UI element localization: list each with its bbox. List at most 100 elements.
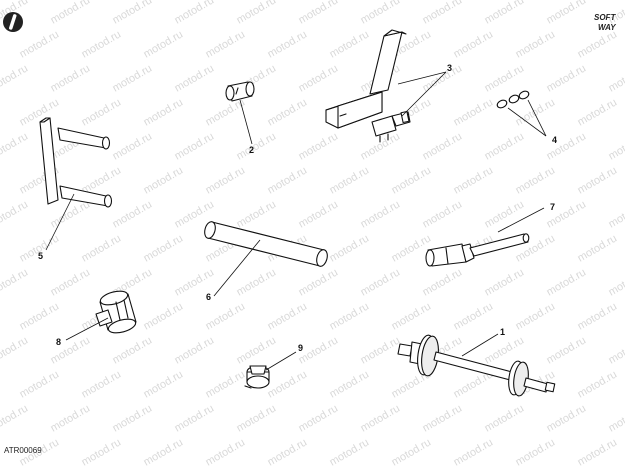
watermark-text: motod.ru — [49, 198, 93, 230]
part-8-split-bush — [95, 290, 137, 334]
watermark-text: motod.ru — [80, 368, 124, 400]
leader-lines — [45, 71, 547, 371]
watermark-text: motod.ru — [297, 198, 341, 230]
callout-4: 4 — [552, 135, 557, 145]
watermark-text: motod.ru — [359, 334, 403, 366]
watermark-text: motod.ru — [266, 28, 310, 60]
watermark-text: motod.ru — [297, 402, 341, 434]
watermark-text: motod.ru — [204, 300, 248, 332]
watermark-text: motod.ru — [297, 334, 341, 366]
watermark-text: motod.ru — [235, 402, 279, 434]
watermark-text: motod.ru — [204, 436, 248, 468]
watermark-text: motod.ru — [390, 436, 434, 468]
watermark-text: motod.ru — [18, 300, 62, 332]
watermark-text: motod.ru — [18, 368, 62, 400]
watermark-text: motod.ru — [421, 0, 465, 27]
reference-code: ATR00069 — [4, 446, 42, 455]
watermark-text: motod.ru — [142, 436, 186, 468]
watermark-text: motod.ru — [483, 266, 527, 298]
watermark-text: motod.ru — [173, 402, 217, 434]
callout-6: 6 — [206, 292, 211, 302]
watermark-text: motod.ru — [80, 96, 124, 128]
watermark-text: motod.ru — [235, 0, 279, 27]
watermark-text: motod.ru — [328, 28, 372, 60]
watermark-text: motod.ru — [328, 300, 372, 332]
watermark-text: motod.ru — [576, 28, 620, 60]
callout-3: 3 — [447, 63, 452, 73]
callout-9: 9 — [298, 343, 303, 353]
watermark-text: motod.ru — [111, 402, 155, 434]
callout-labels: 1 2 3 4 5 6 7 8 9 — [38, 63, 557, 353]
watermark-text: motod.ru — [483, 402, 527, 434]
watermark-text: motod.ru — [204, 368, 248, 400]
watermark-text: motod.ru — [297, 0, 341, 27]
watermark-text: motod.ru — [266, 96, 310, 128]
watermark-text: motod.ru — [80, 436, 124, 468]
watermark-text: motod.ru — [49, 266, 93, 298]
part-5-bracket — [39, 117, 113, 208]
watermark-text: motod.ru — [111, 0, 155, 27]
callout-7: 7 — [550, 202, 555, 212]
watermark-text: motod.ru — [390, 164, 434, 196]
watermark-text: motod.ru — [359, 0, 403, 27]
part-1-press-tool — [397, 334, 556, 397]
watermark-text: motod.ru — [576, 96, 620, 128]
watermark-text: motod.ru — [545, 266, 589, 298]
watermark-text: motod.ru — [173, 130, 217, 162]
watermark-text: motod.ru — [266, 164, 310, 196]
watermark-text: motod.ru — [111, 334, 155, 366]
watermark-text: motod.ru — [235, 198, 279, 230]
watermark-text: motod.ru — [607, 130, 625, 162]
watermark-text: motod.ru — [545, 334, 589, 366]
watermark-text: motod.ru — [142, 300, 186, 332]
watermark-text: motod.ru — [452, 28, 496, 60]
watermark-text: motod.ru — [0, 130, 30, 162]
watermark-text: motod.ru — [0, 62, 30, 94]
watermark-text: motod.ru — [514, 96, 558, 128]
watermark-text: motod.ru — [328, 436, 372, 468]
watermark-text: motod.ru — [576, 436, 620, 468]
logo-badge — [3, 12, 23, 32]
watermark-text: motod.ru — [297, 62, 341, 94]
watermark-text: motod.ru — [49, 0, 93, 27]
watermark-text: motod.ru — [514, 164, 558, 196]
watermark-text: motod.ru — [0, 266, 30, 298]
watermark-text: motod.ru — [359, 266, 403, 298]
watermark-text: motod.ru — [421, 130, 465, 162]
watermark-text: motod.ru — [328, 164, 372, 196]
watermark-text: motod.ru — [235, 266, 279, 298]
callout-2: 2 — [249, 145, 254, 155]
watermark-text: motod.ru — [452, 300, 496, 332]
watermark-text: motod.ru — [483, 62, 527, 94]
watermark-text: motod.ru — [607, 198, 625, 230]
watermark-text: motod.ru — [328, 368, 372, 400]
watermark-text: motod.ru — [142, 232, 186, 264]
watermark-text: motod.ru — [514, 300, 558, 332]
watermark-text: motod.ru — [204, 164, 248, 196]
watermark-text: motod.ru — [111, 198, 155, 230]
watermark-text: motod.ru — [328, 232, 372, 264]
watermark-text: motod.ru — [49, 402, 93, 434]
watermark-text: motod.ru — [483, 130, 527, 162]
part-2-sleeve — [225, 81, 255, 102]
watermark-text: motod.ru — [173, 0, 217, 27]
callout-8: 8 — [56, 337, 61, 347]
callout-1: 1 — [500, 327, 505, 337]
watermark-text: motod.ru — [49, 62, 93, 94]
watermark-text: motod.ru — [0, 198, 30, 230]
watermark-text: motod.ru — [0, 334, 30, 366]
watermark-text: motod.ru — [390, 300, 434, 332]
watermark-text: motod.ru — [235, 130, 279, 162]
watermark-text: motod.ru — [142, 164, 186, 196]
watermark-text: motod.ru — [359, 402, 403, 434]
watermark-text: motod.ru — [421, 62, 465, 94]
watermark-text: motod.ru — [607, 266, 625, 298]
watermark-text: motod.ru — [576, 164, 620, 196]
watermark-text: motod.ru — [483, 198, 527, 230]
watermark-text: motod.ru — [266, 300, 310, 332]
watermark-text: motod.ru — [297, 130, 341, 162]
watermark-text: motod.ru — [173, 334, 217, 366]
watermark-text: motod.ru — [111, 130, 155, 162]
watermark-text: motod.ru — [142, 96, 186, 128]
